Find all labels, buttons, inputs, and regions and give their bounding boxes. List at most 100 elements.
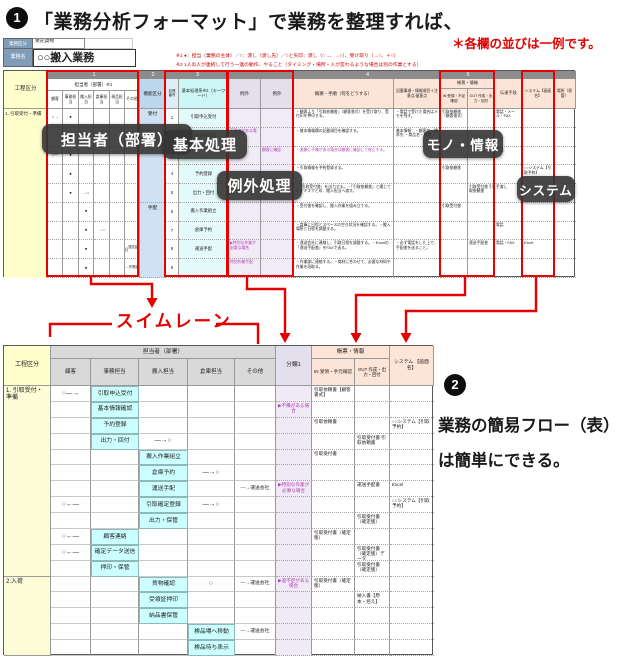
in-cell: 引取依頼書 xyxy=(441,165,468,185)
flow-soko-cell xyxy=(188,544,235,561)
tanto-mark-cell xyxy=(48,221,63,241)
kihon-cell: 運送手配 xyxy=(179,240,229,260)
flow-sys-cell xyxy=(390,434,434,450)
sys-cell xyxy=(523,146,554,166)
flow-header-bunrui: 分類1 xyxy=(276,346,312,386)
flow-sonota-cell: ―→運送会社 xyxy=(235,576,276,593)
out-cell xyxy=(468,221,495,241)
basho-cell xyxy=(554,259,576,278)
tanto-mark-cell xyxy=(110,165,125,185)
flow-bunrui-cell xyxy=(276,433,312,450)
den-cell: 電話・メール・FAX xyxy=(495,109,523,128)
ex2-cell xyxy=(261,221,294,241)
sample-note: ＊各欄の並びは一例です。 xyxy=(452,37,601,51)
flow-bunrui-cell: ▶特別な作業が必要な場合 xyxy=(276,481,312,498)
callout-reigai: 例外処理 xyxy=(217,171,302,200)
legend-note-2: ※2 1人の人が連続して行う一連の動作、やること（タイミング・場所・人が変わるよ… xyxy=(176,63,422,68)
flow-sys-cell xyxy=(390,402,434,418)
tanto-mark-cell: ○― xyxy=(48,146,63,166)
kihon-cell xyxy=(179,259,229,278)
col-header-ex1: 例外 xyxy=(229,79,261,109)
col-header-choh-group: 帳票・情報 xyxy=(441,79,495,89)
flow-kokyaku-cell xyxy=(51,417,91,434)
flow-out-cell: 引取受付書（確定版）データ xyxy=(355,544,390,561)
col-header-ex2: 例外 xyxy=(261,79,294,109)
flow-hannyu-cell xyxy=(139,401,188,418)
ex2-cell xyxy=(261,202,294,222)
flow-hannyu-cell xyxy=(139,624,188,641)
tanto-mark-cell xyxy=(48,202,63,222)
basho-cell xyxy=(554,128,576,147)
band-number: 2 xyxy=(151,72,155,78)
flow-header-tanto-sub: 顧客 xyxy=(51,359,91,386)
flow-sys-cell xyxy=(390,577,434,593)
basho-cell xyxy=(554,184,576,203)
flow-in-cell xyxy=(312,640,355,656)
flow-bunrui-cell: ▶過不足がある場合 xyxy=(276,576,312,593)
flow-sonota-cell xyxy=(235,401,276,418)
flow-in-cell xyxy=(312,608,355,625)
flow-header-tanto-sub: 事務担当 xyxy=(91,359,139,386)
tanto-mark-cell xyxy=(110,202,125,222)
step2-number-badge: 2 xyxy=(444,374,466,396)
flow-out-cell: 引取受付書（確定版） xyxy=(355,513,390,529)
flow-hannyu-cell: 引取確定登録 xyxy=(139,497,188,514)
flow-sonota-cell xyxy=(235,640,276,656)
flow-kotei-section: 1. 引取受付・準備 xyxy=(4,386,51,577)
callout-kihon: 基本処理 xyxy=(163,130,247,159)
flow-kokyaku-cell xyxy=(51,640,91,656)
info-row2-value: ○○搬入業務 xyxy=(33,49,136,67)
flow-bunrui-cell xyxy=(276,592,312,609)
flow-soko-cell xyxy=(188,592,235,609)
tanto-mark-cell xyxy=(110,184,125,203)
col-header-tanto-sub: 事務担当 xyxy=(63,91,79,109)
kensho-cell xyxy=(394,202,441,222)
kihon-cell: 搬入作業組立 xyxy=(179,202,229,222)
flow-soko-cell xyxy=(188,401,235,418)
flow-jimu-cell: 引取申込受付 xyxy=(91,386,139,402)
tanto-mark-cell xyxy=(94,259,110,278)
tanto-mark-cell xyxy=(48,259,63,278)
in-cell xyxy=(441,240,468,260)
flow-jimu-cell xyxy=(91,449,139,466)
flow-kokyaku-cell: ○←― xyxy=(51,528,91,545)
flow-header-choh-group: 帳票・情報 xyxy=(312,346,390,359)
col-header-tanto-group: 担当者（部署）※1 xyxy=(48,79,140,91)
tanto-mark-cell xyxy=(94,165,110,185)
flow-sonota-cell xyxy=(235,386,276,402)
flow-sys-cell: Excel xyxy=(390,481,434,498)
col-header-kinou: 機能区分 xyxy=(140,79,166,109)
tanto-mark-cell: ● xyxy=(63,184,79,203)
col-header-kihon: 基本処理系※2〔キーワード〕 xyxy=(179,79,229,109)
no-cell: 7 xyxy=(166,221,179,241)
kensho-cell xyxy=(394,165,441,185)
flow-out-cell xyxy=(355,528,390,545)
out-cell xyxy=(468,259,495,278)
col-header-kotei: 工程区分 xyxy=(4,71,48,109)
tanto-mark-cell xyxy=(110,221,125,241)
gaiyo-cell: ・受付書を確認し、搬入作業を組み立てる。 xyxy=(294,202,394,222)
tanto-mark-cell xyxy=(125,165,140,185)
flow-sonota-cell xyxy=(235,608,276,625)
flow-soko-cell xyxy=(188,417,235,434)
kensho-cell xyxy=(394,221,441,241)
sys-cell xyxy=(523,109,554,128)
flow-sonota-cell xyxy=(235,528,276,545)
flow-jimu-cell xyxy=(91,481,139,498)
flow-sonota-cell: ―→運送会社 xyxy=(235,481,276,498)
flow-bunrui-cell xyxy=(276,449,312,466)
flow-hannyu-cell: 搬入作業組立 xyxy=(139,449,188,466)
flow-soko-cell xyxy=(188,528,235,545)
flow-sonota-cell xyxy=(235,544,276,561)
tanto-mark-cell xyxy=(63,240,79,260)
flow-kokyaku-cell xyxy=(51,401,91,418)
flow-in-cell: 引取受付書 xyxy=(312,449,355,466)
flow-bunrui-cell xyxy=(276,544,312,561)
flow-in-cell xyxy=(312,481,355,498)
no-cell: 9 xyxy=(166,259,179,278)
tanto-mark-cell xyxy=(63,202,79,222)
kinou-section-cell: 手配 xyxy=(140,202,166,278)
kotei-section-cell: 1. 引取受付・準備 xyxy=(4,109,48,278)
flow-hannyu-cell xyxy=(139,560,188,577)
flow-jimu-cell xyxy=(91,465,139,482)
